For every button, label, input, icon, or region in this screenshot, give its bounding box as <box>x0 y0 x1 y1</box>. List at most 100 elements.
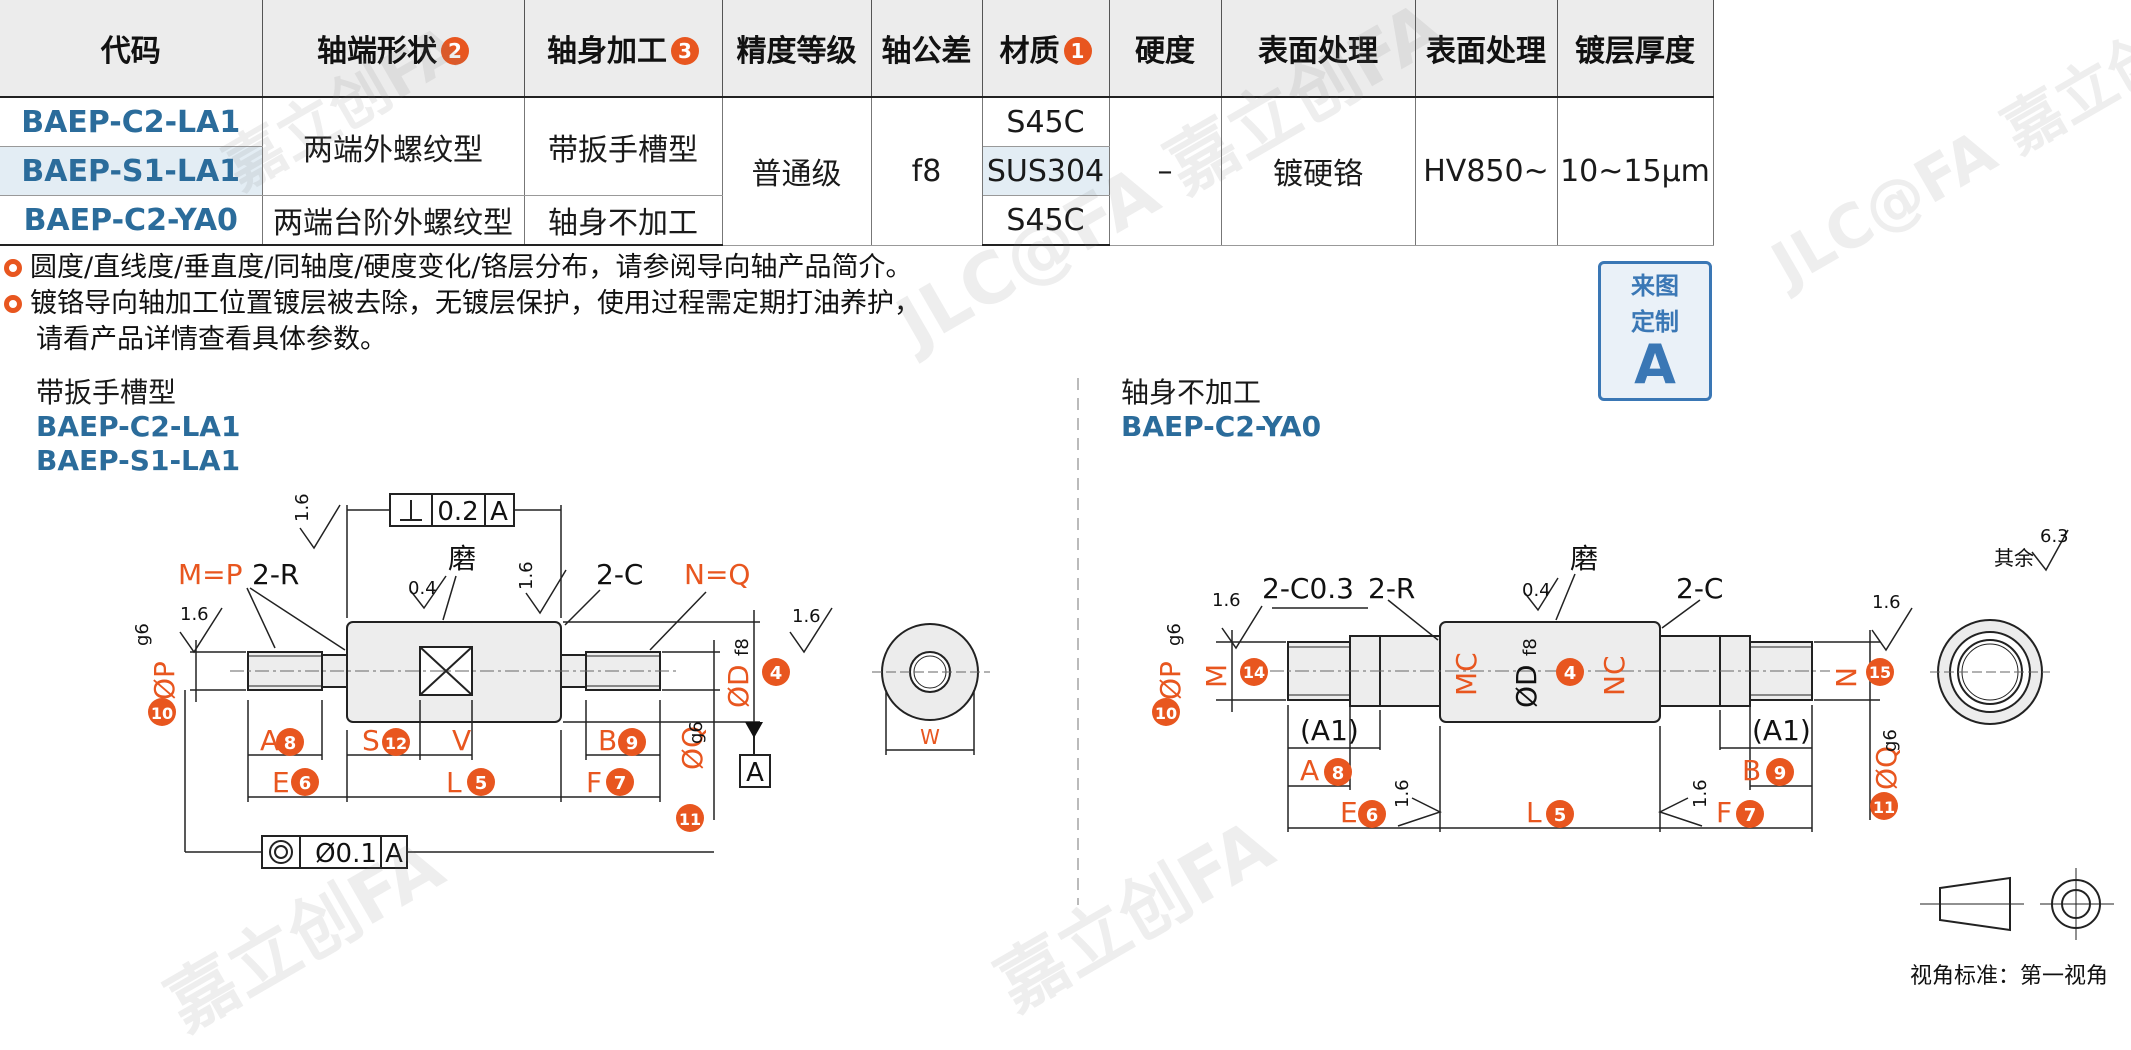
datum-label: A <box>385 839 403 869</box>
svg-text:g6: g6 <box>686 721 707 744</box>
badge-letter: A <box>1634 333 1676 396</box>
note-3: 请看产品详情查看具体参数。 <box>36 324 387 355</box>
svg-text:2-C: 2-C <box>596 558 643 591</box>
svg-text:5: 5 <box>1554 805 1567 826</box>
left-labels: M=P 2-R 磨 2-C N=Q A S V B E L F <box>178 542 750 799</box>
svg-text:B: B <box>598 724 617 757</box>
svg-text:8: 8 <box>1332 763 1345 784</box>
col-header-surface-2: 表面处理 <box>1415 0 1558 98</box>
concentricity-frame: Ø0.1 A <box>261 835 408 869</box>
svg-text:A: A <box>260 724 279 757</box>
body-cell: 轴身不加工 <box>524 195 723 246</box>
svg-text:11: 11 <box>679 810 701 829</box>
conc-value: Ø0.1 <box>315 839 377 869</box>
svg-text:L: L <box>1526 796 1542 829</box>
technical-drawing: 0.2 A Ø0.1 A A 1.6 1.6 1.6 1.6 0.4 M=P 2… <box>132 378 2114 940</box>
col-header-hardness: 硬度 <box>1109 0 1222 98</box>
col-header-thickness: 镀层厚度 <box>1557 0 1714 98</box>
badge-line-1: 来图 <box>1631 272 1679 300</box>
svg-text:N: N <box>1830 667 1863 688</box>
svg-text:ØQ: ØQ <box>676 726 709 770</box>
right-number-badges: 14 4 15 8 9 6 5 7 10 11 <box>1152 658 1898 828</box>
svg-text:1.6: 1.6 <box>180 604 209 625</box>
svg-text:9: 9 <box>1774 763 1787 784</box>
svg-text:2-C: 2-C <box>1676 572 1723 605</box>
badge-line-2: 定制 <box>1631 308 1679 336</box>
svg-text:11: 11 <box>1873 798 1895 817</box>
note-1: 圆度/直线度/垂直度/同轴度/硬度变化/铬层分布，请参阅导向轴产品简介。 <box>4 250 912 286</box>
svg-text:ØD: ØD <box>1510 664 1543 708</box>
svg-text:f8: f8 <box>1520 638 1541 656</box>
col-header-tolerance: 轴公差 <box>871 0 983 98</box>
ref-badge: 2 <box>441 37 469 65</box>
right-section-code: BAEP-C2-YA0 <box>1121 410 1322 443</box>
rest-roughness-label: 其余 <box>1994 546 2034 570</box>
product-code[interactable]: BAEP-S1-LA1 <box>0 146 263 196</box>
svg-text:10: 10 <box>1155 704 1177 723</box>
roughness-values: 1.6 1.6 1.6 1.6 0.4 <box>180 493 821 627</box>
material-cell: S45C <box>982 97 1110 147</box>
surface-cell: 镀硬铬 <box>1221 97 1416 246</box>
left-diameter-labels: ØP g6 ØQ g6 ØD f8 <box>132 623 755 770</box>
svg-text:ØD: ØD <box>722 664 755 708</box>
ref-badge: 3 <box>671 37 699 65</box>
svg-text:M: M <box>1200 664 1233 688</box>
svg-text:0.4: 0.4 <box>1522 580 1551 601</box>
col-header-code: 代码 <box>0 0 263 98</box>
svg-text:12: 12 <box>385 734 407 753</box>
svg-text:5: 5 <box>475 773 488 794</box>
custom-drawing-badge[interactable]: 来图 定制 A <box>1598 261 1712 401</box>
svg-text:N=Q: N=Q <box>684 558 750 591</box>
body-cell: 带扳手槽型 <box>524 97 723 196</box>
svg-text:g6: g6 <box>132 623 153 646</box>
svg-text:6.3: 6.3 <box>2040 526 2069 547</box>
bullet-icon <box>4 259 22 277</box>
left-section-code: BAEP-C2-LA1 <box>36 410 241 443</box>
svg-text:E: E <box>272 766 290 799</box>
roughness-symbols <box>1221 529 2069 827</box>
svg-text:10: 10 <box>151 704 173 723</box>
svg-text:1.6: 1.6 <box>516 561 537 590</box>
svg-text:2-C0.3: 2-C0.3 <box>1262 572 1354 605</box>
right-labels: 2-C0.3 2-R 磨 2-C (A1) (A1) A B E L F <box>1262 542 1811 829</box>
datum-label: A <box>490 497 508 527</box>
svg-text:8: 8 <box>284 733 297 754</box>
right-shaft <box>1270 621 1830 723</box>
svg-text:1.6: 1.6 <box>292 493 313 522</box>
product-code[interactable]: BAEP-C2-LA1 <box>0 97 263 147</box>
svg-text:1.6: 1.6 <box>1690 779 1711 808</box>
svg-text:L: L <box>446 766 462 799</box>
svg-text:f8: f8 <box>732 638 753 656</box>
svg-text:F: F <box>586 766 602 799</box>
svg-text:V: V <box>452 724 471 757</box>
material-cell: SUS304 <box>982 146 1110 196</box>
svg-text:M=P: M=P <box>178 558 243 591</box>
svg-text:A: A <box>1300 754 1319 787</box>
table-row: BAEP-C2-YA0 两端台阶外螺纹型 轴身不加工 S45C <box>0 195 1713 246</box>
note-2: 镀铬导向轴加工位置镀层被去除，无镀层保护，使用过程需定期打油养护， <box>4 286 921 322</box>
svg-text:g6: g6 <box>1880 729 1901 752</box>
svg-text:15: 15 <box>1869 663 1891 682</box>
table-row: BAEP-S1-LA1 SUS304 <box>0 146 1713 196</box>
hardness-cell: – <box>1109 97 1222 246</box>
svg-text:4: 4 <box>770 663 783 684</box>
perpendicularity-frame: 0.2 A <box>389 493 515 527</box>
right-end-view <box>1930 619 2050 725</box>
table-row: BAEP-C2-LA1 两端外螺纹型 带扳手槽型 普通级 f8 S45C – 镀… <box>0 97 1714 246</box>
surface-hardness-cell: HV850~ <box>1415 97 1558 246</box>
perp-value: 0.2 <box>437 497 478 527</box>
svg-text:ØP: ØP <box>148 661 181 700</box>
svg-text:9: 9 <box>626 733 639 754</box>
svg-text:g6: g6 <box>1164 623 1185 646</box>
svg-text:1.6: 1.6 <box>792 606 821 627</box>
material-cell: S45C <box>982 195 1110 246</box>
svg-text:1.6: 1.6 <box>1212 590 1241 611</box>
right-diameter-labels: M MC ØD f8 NC N ØP g6 ØQ g6 <box>1154 623 1903 790</box>
bullet-icon <box>4 295 22 313</box>
col-header-surface: 表面处理 <box>1221 0 1416 98</box>
product-code[interactable]: BAEP-C2-YA0 <box>0 195 263 246</box>
svg-text:ØQ: ØQ <box>1870 746 1903 790</box>
